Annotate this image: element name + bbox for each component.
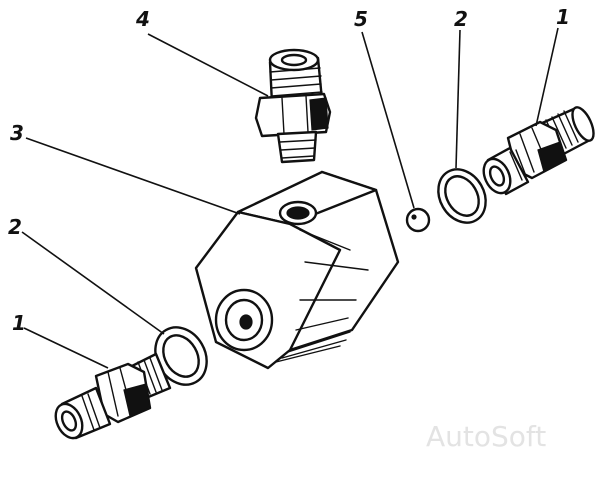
callout-2-top: 2: [454, 7, 468, 31]
callout-5: 5: [354, 7, 368, 31]
top-fitting-part-4: [254, 48, 332, 164]
callout-3: 3: [10, 121, 24, 145]
tee-body-part-3: [194, 170, 400, 370]
leader-4: [147, 33, 269, 97]
callout-1-top: 1: [556, 5, 570, 29]
washer-upper-part-2: [437, 168, 487, 224]
watermark-text: AutoSoft: [426, 420, 546, 453]
callout-2-bottom: 2: [8, 215, 22, 239]
leader-1-bottom: [23, 327, 109, 369]
callout-labels: 4 5 2 1 3 2 1: [8, 5, 570, 335]
leader-3: [25, 137, 241, 215]
ball-part-5: [405, 207, 431, 233]
union-fitting-upper-part-1: [482, 106, 595, 196]
callout-1-bottom: 1: [12, 311, 26, 335]
leader-1-top: [535, 27, 559, 127]
leader-lines: [21, 27, 559, 369]
leader-5: [361, 31, 415, 209]
leader-2-bottom: [21, 231, 165, 335]
leader-2-top: [455, 29, 461, 169]
union-fitting-lower-part-1: [54, 352, 172, 440]
callout-4: 4: [135, 7, 150, 31]
